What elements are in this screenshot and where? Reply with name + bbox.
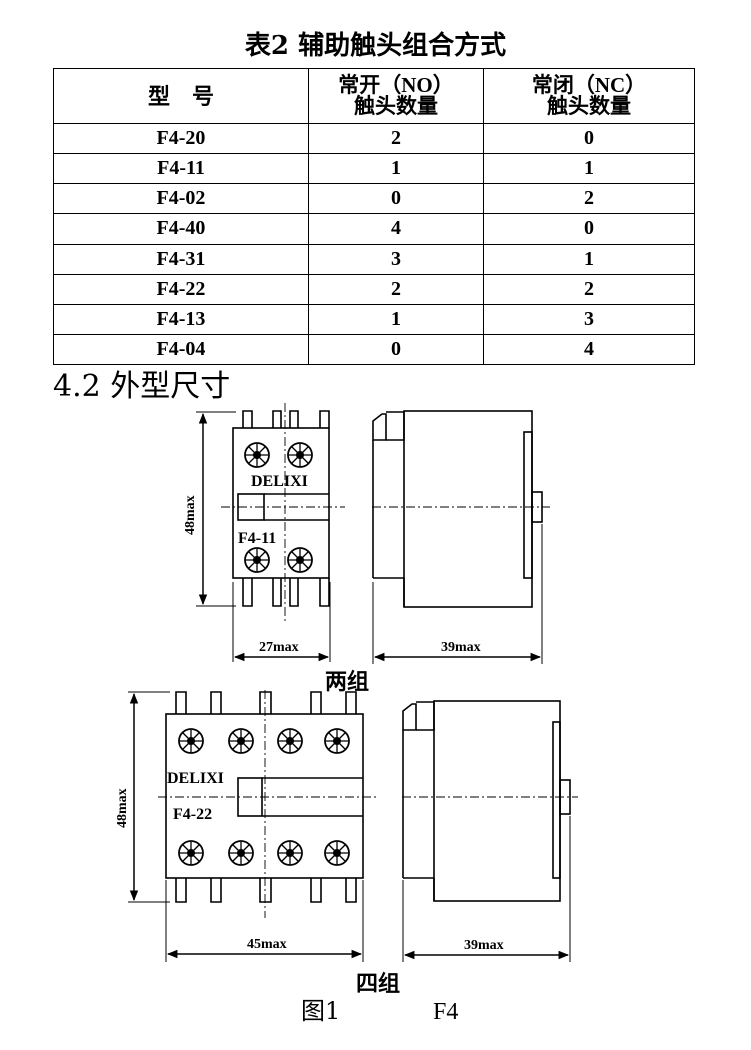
header-no-line2: 触头数量 [354, 94, 438, 118]
two-group-width-dimension [232, 582, 331, 662]
four-group-height-dimension [128, 691, 170, 903]
four-group-height-label: 48max [115, 788, 130, 828]
terminal-screw-icon [228, 728, 254, 754]
two-group-depth-label: 39max [441, 640, 481, 655]
four-group-depth-dimension [402, 816, 571, 962]
four-group-width-label: 45max [247, 937, 287, 952]
terminal-screw-icon [287, 442, 313, 468]
terminal-screw-icon [178, 728, 204, 754]
cell-nc: 0 [483, 122, 695, 155]
cell-nc: 1 [483, 153, 695, 185]
cell-no: 0 [308, 183, 484, 215]
table-header-row: 型 号 常开（NO） 触头数量 常闭（NC） 触头数量 [53, 68, 695, 124]
cell-nc: 4 [483, 333, 695, 366]
terminal-screw-icon [324, 840, 350, 866]
cell-model: F4-11 [53, 153, 309, 185]
two-group-width-label: 27max [259, 640, 299, 655]
terminal-screw-icon [277, 840, 303, 866]
figure-number: 图1 [301, 997, 340, 1025]
cell-nc: 1 [483, 243, 695, 275]
terminal-screw-icon [228, 840, 254, 866]
two-group-depth-dimension [372, 524, 543, 664]
two-group-height-label: 48max [183, 495, 198, 535]
cell-model: F4-04 [53, 333, 309, 366]
cell-nc: 3 [483, 303, 695, 335]
section-title: 4.2 外型尺寸 [53, 369, 231, 404]
two-group-caption: 两组 [325, 669, 369, 695]
four-group-side-view [402, 700, 578, 902]
two-group-brand-label: DELIXI [251, 473, 308, 490]
cell-model: F4-22 [53, 273, 309, 305]
header-no-line1: 常开（NO） [338, 73, 454, 97]
header-model: 型 号 [53, 68, 309, 124]
table-title: 表2 辅助触头组合方式 [244, 31, 507, 61]
two-group-height-dimension [196, 411, 236, 607]
cell-no: 2 [308, 273, 484, 305]
cell-no: 3 [308, 243, 484, 275]
four-group-depth-label: 39max [464, 938, 504, 953]
four-group-width-dimension [165, 880, 364, 962]
terminal-screw-icon [244, 442, 270, 468]
header-no-contacts: 常开（NO） 触头数量 [308, 68, 484, 124]
terminal-screw-icon [277, 728, 303, 754]
four-group-front-view [158, 690, 378, 918]
two-group-model-label: F4-11 [238, 530, 276, 547]
cell-model: F4-02 [53, 183, 309, 215]
four-group-caption: 四组 [356, 971, 400, 997]
two-group-side-view [372, 410, 550, 608]
four-group-brand-label: DELIXI [167, 770, 224, 787]
terminal-screw-icon [244, 547, 270, 573]
cell-no: 2 [308, 122, 484, 155]
figure-name: F4 [433, 999, 458, 1025]
terminal-screw-icon [324, 728, 350, 754]
two-group-front-view [221, 403, 345, 622]
header-nc-line1: 常闭（NC） [531, 73, 647, 97]
cell-nc: 2 [483, 183, 695, 215]
cell-model: F4-20 [53, 122, 309, 155]
terminal-screw-icon [287, 547, 313, 573]
terminal-screw-icon [178, 840, 204, 866]
header-nc-line2: 触头数量 [547, 94, 631, 118]
four-group-model-label: F4-22 [173, 806, 212, 823]
cell-no: 0 [308, 333, 484, 366]
